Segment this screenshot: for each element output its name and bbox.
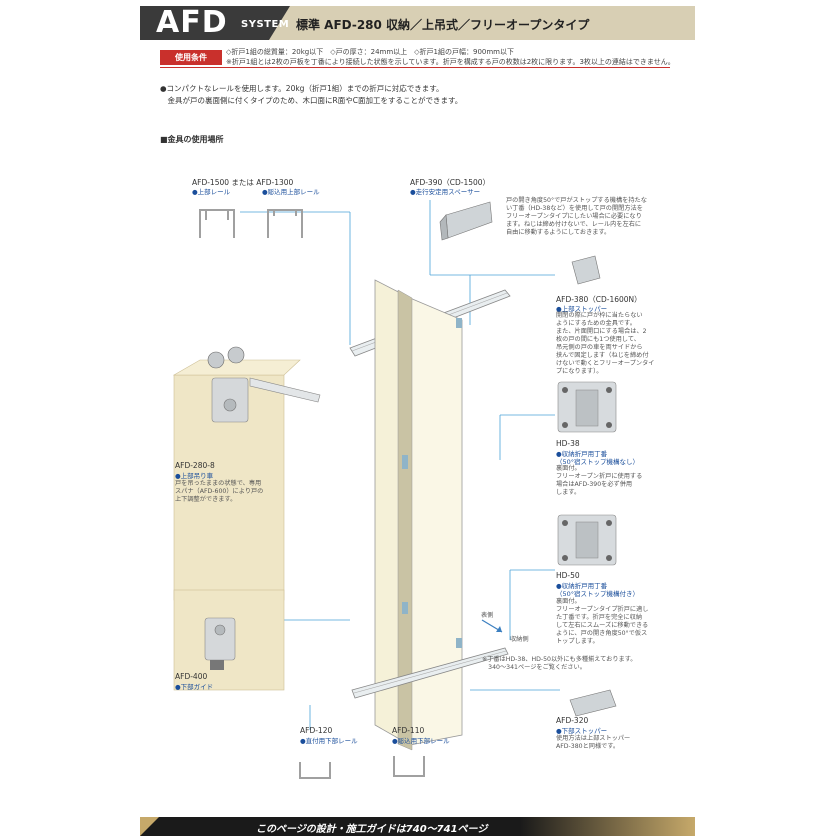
bottom-guide-name: AFD-400 xyxy=(175,672,208,681)
page-title: 標準 AFD-280 収納／上吊式／フリーオープンタイプ xyxy=(296,18,590,32)
header-brand-plate xyxy=(140,6,290,40)
bottom-stopper-name: AFD-320 xyxy=(556,716,589,725)
brand-logo: AFD xyxy=(156,5,228,40)
hd50-hinge-drawing xyxy=(557,514,617,566)
top-stopper-drawing xyxy=(571,255,601,285)
top-stopper-desc: ●上部ストッパー xyxy=(556,305,608,313)
conditions-line-2: ※折戸1組とは2枚の戸板を丁番により接続した状態を示しています。折戸を構成する戸… xyxy=(226,58,675,66)
rail-top-desc-1: ●上部レール xyxy=(192,188,231,196)
spacer-note: 戸の開き角度50°で戸がストップする機構を持たな い丁番（HD-38など）を使用… xyxy=(506,197,647,236)
footer-guide-link: このページの設計・施工ガイドは740～741ページ xyxy=(256,824,488,835)
bottom-guide-desc: ●下部ガイド xyxy=(175,683,214,691)
hd50-name: HD-50 xyxy=(556,571,580,580)
spacer-name: AFD-390（CD-1500） xyxy=(410,178,491,187)
hd50-desc-1: ●収納折戸用丁番 xyxy=(556,582,608,590)
bottom-stopper-note: 使用方法は上部ストッパー AFD-380と同様です。 xyxy=(556,735,631,750)
top-stopper-note: 開閉の際に戸が枠に当たらない ようにするための金具です。 また、片面開口にする場… xyxy=(556,312,655,375)
rail-bottom-2-desc: ●彫込用下部レール xyxy=(392,737,450,745)
conditions-line-1: ◇折戸1組の総質量：20kg以下 ◇戸の厚さ：24mm以上 ◇折戸1組の戸幅：9… xyxy=(226,48,515,56)
roller-note: 戸を吊ったままの状態で、専用 スパナ（AFD-600）により戸の 上下調整ができ… xyxy=(175,480,264,503)
hd38-note: 裏面付。 フリーオープン折戸に使用する 場合はAFD-390を必ず併用 します。 xyxy=(556,465,643,496)
section-title: ■金具の使用場所 xyxy=(160,135,224,144)
installation-diagram xyxy=(172,200,617,779)
hd38-desc-2: （50°宿ストップ機構なし） xyxy=(556,458,640,466)
direction-arrow xyxy=(481,619,503,633)
conditions-badge: 使用条件 xyxy=(160,50,222,65)
rail-profile-icons xyxy=(199,209,425,779)
hd38-name: HD-38 xyxy=(556,439,580,448)
spacer-desc: ●走行安定用スペーサー xyxy=(410,188,481,196)
hd50-desc-2: （50°宿ストップ機構付き） xyxy=(556,590,640,598)
hd38-hinge-drawing xyxy=(557,381,617,433)
hinge-note: ※丁番はHD-38、HD-50以外にも多種揃えております。 340～341ページ… xyxy=(482,656,637,671)
bottom-guide-drawing xyxy=(173,589,285,691)
rail-bottom-1-name: AFD-120 xyxy=(300,726,333,735)
roller-desc: ●上部吊り車 xyxy=(175,472,214,480)
bottom-rail-drawing xyxy=(351,647,509,699)
bottom-stopper-drawing xyxy=(569,689,617,717)
rail-top-name: AFD-1500 または AFD-1300 xyxy=(192,178,294,187)
intro-line-1: ●コンパクトなレールを使用します。20kg（折戸1組）までの折戸に対応できます。 xyxy=(160,84,444,93)
intro-line-2: 金具が戸の裏面側に付くタイプのため、木口面にR面やC面加工をすることができます。 xyxy=(160,96,463,105)
conditions-rule xyxy=(160,67,670,68)
roller-drawing xyxy=(172,346,321,601)
brand-system: SYSTEM xyxy=(241,19,290,30)
hd50-note: 裏面付。 フリーオープンタイプ折戸に適し た丁番です。折戸を完全に収納 して左右… xyxy=(556,598,649,645)
footer-gradient xyxy=(520,817,695,836)
rail-bottom-1-desc: ●直付用下部レール xyxy=(300,737,358,745)
top-stopper-name: AFD-380（CD-1600N） xyxy=(556,295,642,304)
spacer-drawing xyxy=(439,201,493,241)
rail-bottom-2-name: AFD-110 xyxy=(392,726,425,735)
folding-door-drawing xyxy=(374,279,463,751)
footer-corner xyxy=(140,817,159,836)
storage-side-label: 収納側 xyxy=(510,636,529,643)
roller-name: AFD-280-8 xyxy=(175,461,215,470)
front-side-label: 表側 xyxy=(481,612,494,619)
bottom-stopper-desc: ●下部ストッパー xyxy=(556,727,608,735)
rail-top-desc-2: ●彫込用上部レール xyxy=(262,188,320,196)
hd38-desc-1: ●収納折戸用丁番 xyxy=(556,450,608,458)
